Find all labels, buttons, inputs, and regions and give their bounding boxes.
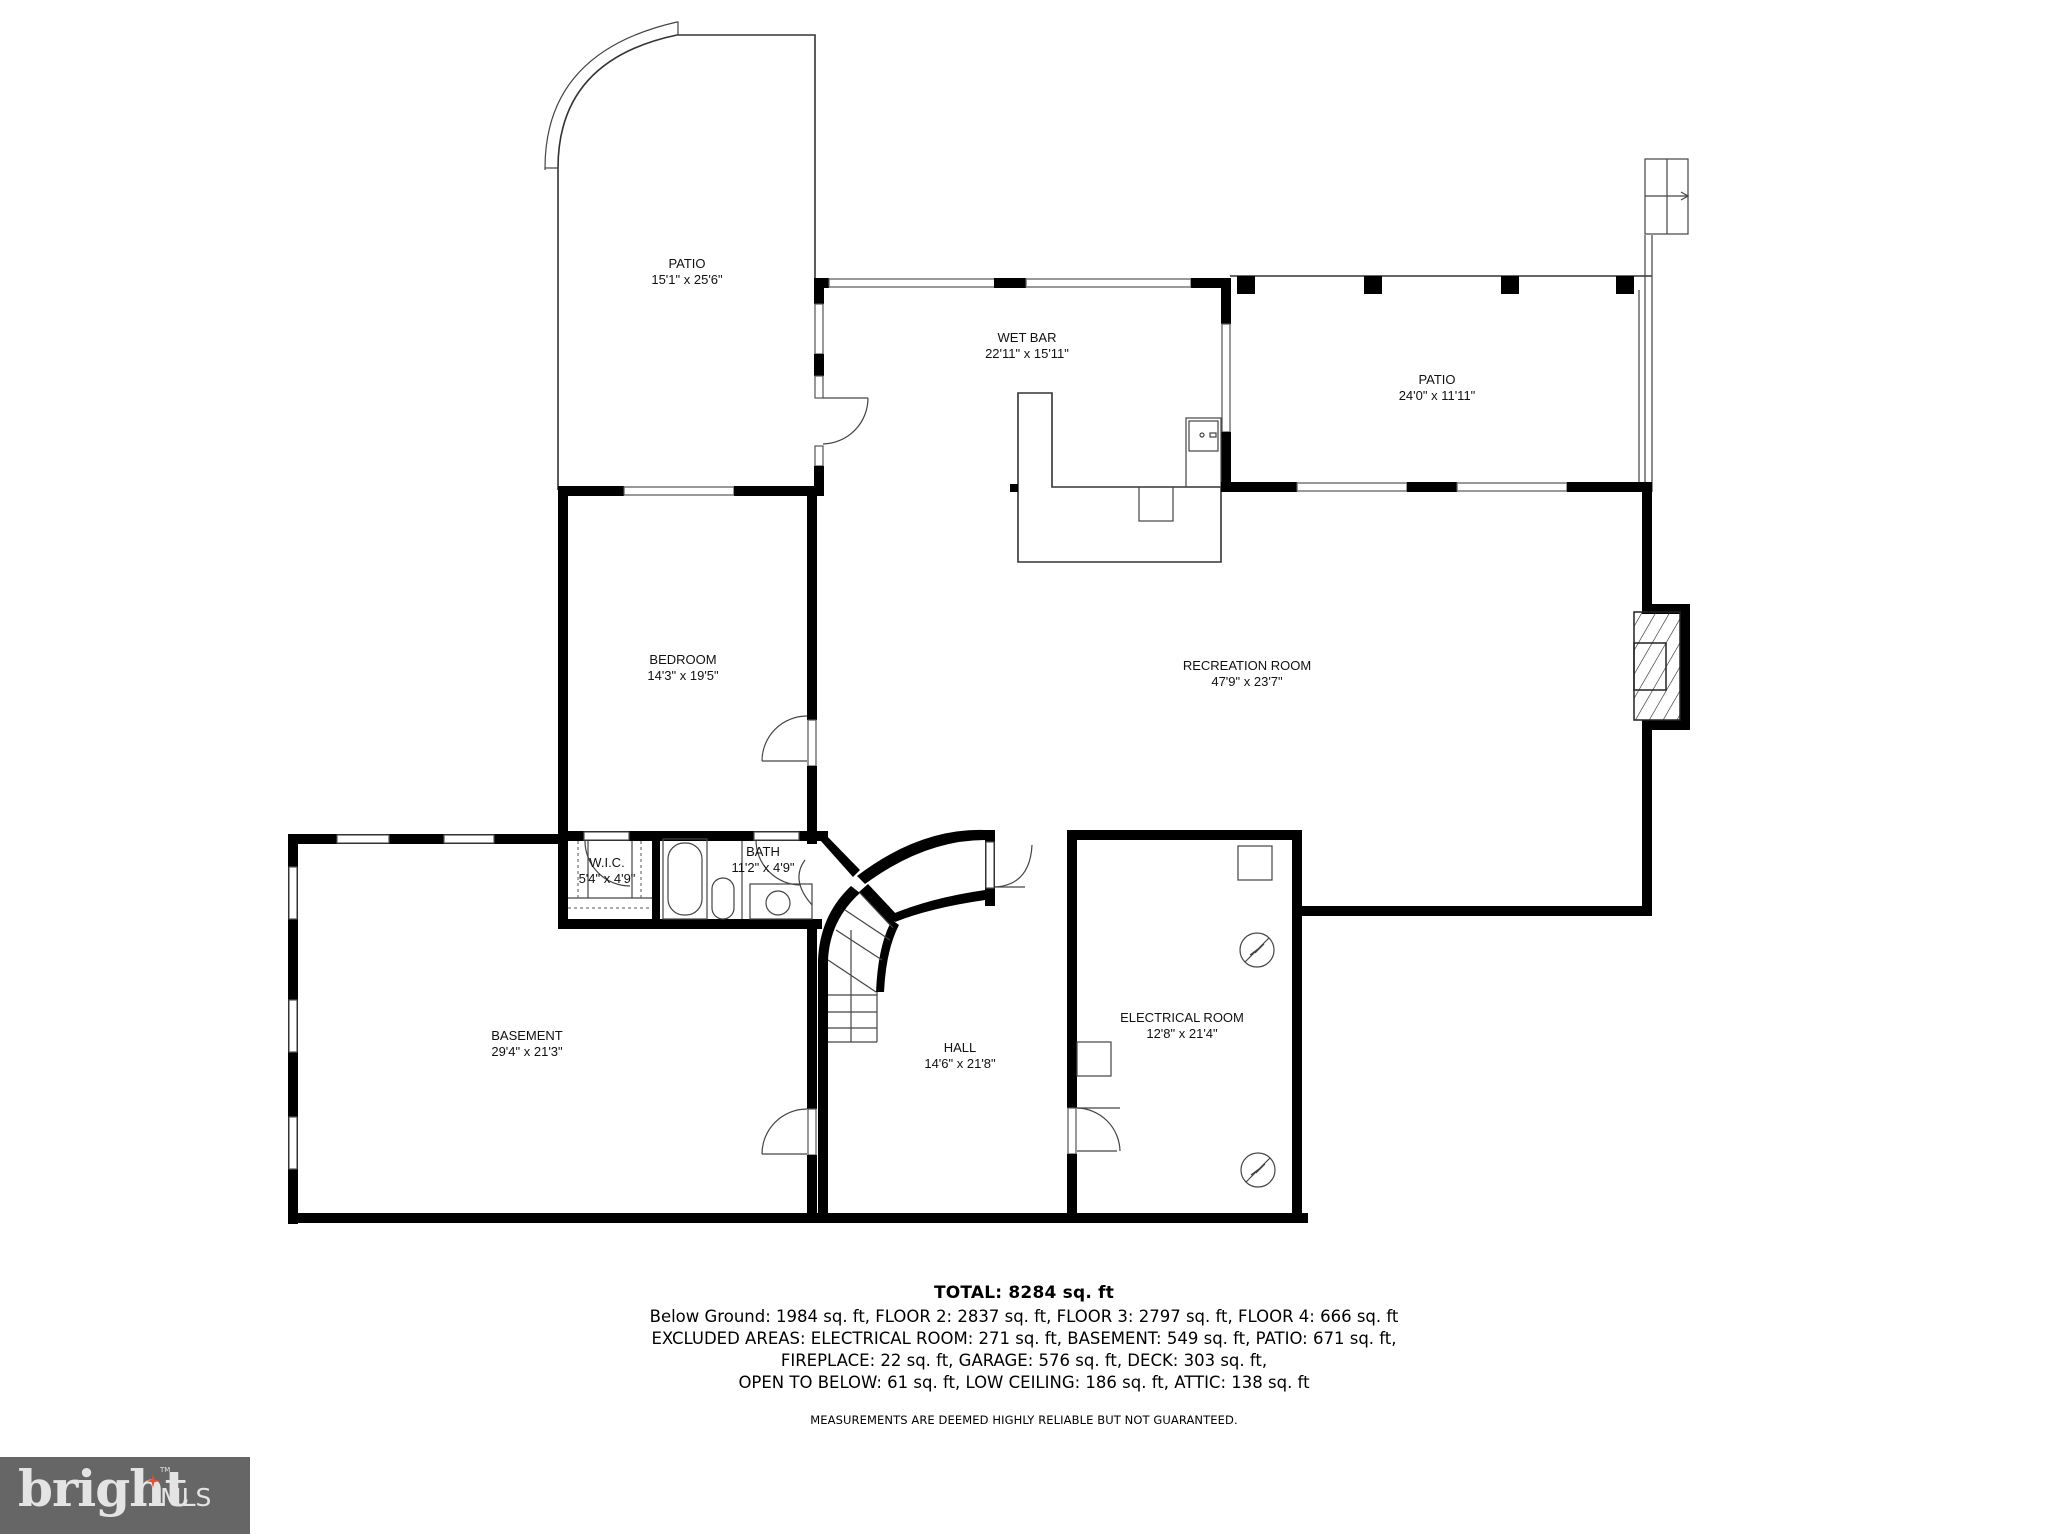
electrical-room-walls xyxy=(1067,830,1302,1222)
electrical-room-name: ELECTRICAL ROOM xyxy=(1120,1010,1244,1025)
wic-dims: 5'4" x 4'9" xyxy=(579,871,636,886)
room-labels: PATIO 15'1" x 25'6" WET BAR 22'11" x 15'… xyxy=(491,256,1475,1071)
total-area: TOTAL: 8284 sq. ft xyxy=(933,1283,1115,1303)
floor-areas-line: Below Ground: 1984 sq. ft, FLOOR 2: 2837… xyxy=(649,1307,1399,1326)
trademark: TM xyxy=(160,1466,171,1474)
bedroom-walls xyxy=(558,486,824,844)
wic-bath-walls xyxy=(558,831,860,929)
basement-door xyxy=(761,1108,808,1155)
basement-name: BASEMENT xyxy=(491,1028,563,1043)
electrical-room-fixtures xyxy=(1076,845,1276,1188)
excluded-areas-line-3: OPEN TO BELOW: 61 sq. ft, LOW CEILING: 1… xyxy=(738,1373,1310,1392)
wic-name: W.I.C. xyxy=(589,855,624,870)
excluded-areas-line-1: EXCLUDED AREAS: ELECTRICAL ROOM: 271 sq.… xyxy=(651,1329,1397,1348)
hall-door xyxy=(994,844,1033,888)
bedroom-door xyxy=(761,715,808,762)
recreation-room-dims: 47'9" x 23'7" xyxy=(1211,674,1283,689)
excluded-areas-line-2: FIREPLACE: 22 sq. ft, GARAGE: 576 sq. ft… xyxy=(780,1351,1268,1370)
logo-wordmark: bright xyxy=(18,1459,188,1518)
patio-1-dims: 15'1" x 25'6" xyxy=(651,272,723,287)
bright-mls-logo: bright TM MLS xyxy=(0,1457,250,1534)
basement-walls xyxy=(288,834,1308,1224)
wet-bar-door xyxy=(822,397,869,445)
wet-bar-name: WET BAR xyxy=(998,330,1057,345)
wet-bar-dims: 22'11" x 15'11" xyxy=(985,346,1069,361)
fireplace xyxy=(1633,611,1681,721)
bath-fixtures xyxy=(662,838,813,920)
hall-dims: 14'6" x 21'8" xyxy=(924,1056,996,1071)
exterior-stairs xyxy=(1644,158,1690,235)
recreation-top-wall xyxy=(1221,482,1652,492)
bar-counter xyxy=(1010,392,1222,563)
basement-dims: 29'4" x 21'3" xyxy=(491,1044,563,1059)
disclaimer: MEASUREMENTS ARE DEEMED HIGHLY RELIABLE … xyxy=(810,1413,1238,1427)
recreation-room-name: RECREATION ROOM xyxy=(1183,658,1311,673)
patio-2-name: PATIO xyxy=(1418,372,1455,387)
patio-2-dims: 24'0" x 11'11" xyxy=(1399,388,1476,403)
curved-stair xyxy=(818,829,995,1215)
bath-dims: 11'2" x 4'9" xyxy=(731,860,794,875)
patio-2-outline xyxy=(1230,235,1653,492)
electrical-room-dims: 12'8" x 21'4" xyxy=(1146,1026,1218,1041)
bedroom-name: BEDROOM xyxy=(649,652,716,667)
bath-name: BATH xyxy=(746,844,780,859)
wet-bar-walls xyxy=(814,278,1231,492)
recreation-right-wall xyxy=(1292,482,1690,916)
bedroom-dims: 14'3" x 19'5" xyxy=(647,668,719,683)
wic-fixtures xyxy=(568,840,652,909)
hall-name: HALL xyxy=(944,1040,977,1055)
logo-mls-text: MLS xyxy=(160,1483,212,1512)
patio-1-outline xyxy=(544,21,816,490)
patio-1-name: PATIO xyxy=(668,256,705,271)
spark-icon xyxy=(146,1474,160,1488)
